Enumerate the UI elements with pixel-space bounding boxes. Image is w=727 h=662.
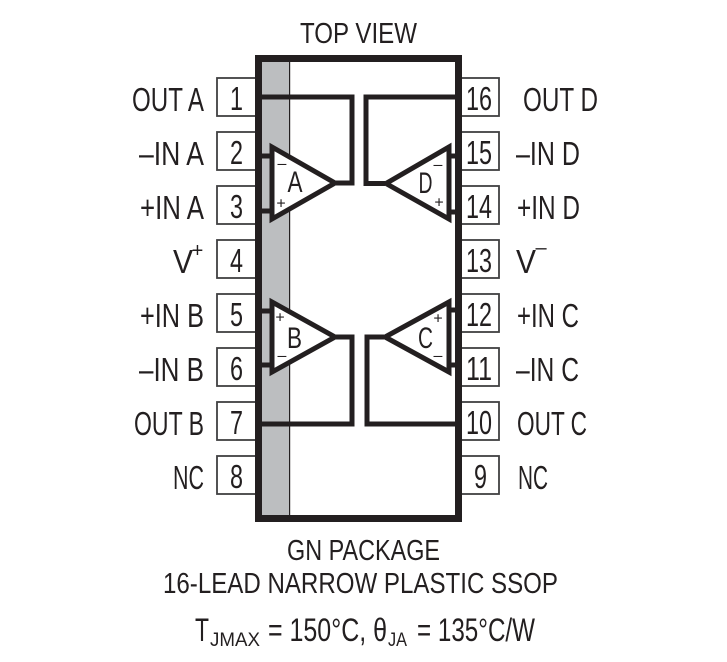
amp-c-feedback-wire bbox=[364, 334, 458, 427]
amplifier-d-minus-sign: – bbox=[434, 157, 443, 174]
pin-number: 14 bbox=[466, 188, 492, 225]
pin-8-box bbox=[216, 455, 258, 495]
pin-number: 12 bbox=[466, 296, 492, 333]
pin-11-box bbox=[458, 347, 500, 387]
thermal-t-subscript: JMAX bbox=[210, 630, 260, 651]
pin-number: 11 bbox=[466, 350, 492, 387]
amplifier-b-triangle-icon bbox=[269, 297, 341, 377]
pin-5-label: +IN B bbox=[140, 297, 204, 334]
thermal-theta-subscript: JA bbox=[388, 630, 407, 651]
amplifier-d-plus-sign: + bbox=[434, 195, 443, 212]
pin-10-label: OUT C bbox=[517, 405, 587, 442]
amplifier-a-plus-sign: + bbox=[276, 196, 285, 213]
pin-14-label: +IN D bbox=[517, 189, 580, 226]
pin-2-label: –IN A bbox=[139, 135, 204, 172]
pin-8-label: NC bbox=[173, 459, 204, 496]
pin-1-box bbox=[216, 77, 258, 117]
amplifier-c-plus-sign: + bbox=[433, 311, 442, 328]
thermal-t: T bbox=[195, 612, 209, 648]
pin-number: 15 bbox=[466, 134, 492, 171]
pin-16-label: OUT D bbox=[523, 81, 598, 118]
amplifier-a-minus-sign: – bbox=[278, 156, 287, 173]
pin-13-label: V bbox=[516, 243, 536, 280]
package-description: 16-LEAD NARROW PLASTIC SSOP bbox=[163, 568, 558, 600]
pin-1-label: OUT A bbox=[132, 81, 204, 118]
pin-number: 9 bbox=[474, 458, 487, 495]
pin1-indicator-stripe bbox=[262, 62, 289, 515]
pin-4-label: V bbox=[173, 243, 193, 280]
diagram-title: TOP VIEW bbox=[300, 18, 418, 50]
pin-4-superscript: + bbox=[192, 240, 204, 262]
amplifier-b-plus-sign: + bbox=[275, 310, 284, 327]
pin-number: 7 bbox=[230, 404, 243, 441]
amplifier-c-minus-sign: – bbox=[434, 348, 443, 365]
pin-7-box bbox=[216, 401, 258, 441]
left-pin-boxes bbox=[216, 77, 258, 495]
pin-number: 4 bbox=[230, 242, 243, 279]
pin-13-box bbox=[458, 239, 500, 279]
thermal-thetaja-value: = 135°C/W bbox=[417, 612, 536, 648]
left-pin-labels: OUT A –IN A +IN A V + +IN B –IN B OUT B … bbox=[132, 81, 204, 496]
amplifier-a-label: A bbox=[288, 166, 303, 199]
pin-7-label: OUT B bbox=[134, 405, 204, 442]
pin-number: 5 bbox=[230, 296, 243, 333]
amplifier-d-triangle-icon bbox=[380, 142, 452, 224]
pin-15-label: –IN D bbox=[516, 135, 580, 172]
pin-13-superscript: – bbox=[535, 237, 547, 259]
pin-9-label: NC bbox=[518, 459, 548, 496]
pin-6-label: –IN B bbox=[139, 351, 204, 388]
pin-12-label: +IN C bbox=[517, 297, 579, 334]
pin-number: 2 bbox=[230, 134, 243, 171]
amp-a-feedback-wire bbox=[259, 94, 355, 186]
pin-number: 16 bbox=[466, 80, 492, 117]
amplifier-b-label: B bbox=[287, 322, 302, 355]
right-pin-labels: OUT D –IN D +IN D V – +IN C –IN C OUT C … bbox=[516, 81, 598, 496]
pin-14-box bbox=[458, 185, 500, 225]
thermal-tjmax-value: = 150°C, θ bbox=[268, 612, 387, 648]
amplifier-b-minus-sign: – bbox=[278, 348, 287, 365]
pin-number: 8 bbox=[230, 458, 243, 495]
pin-5-box bbox=[216, 293, 258, 333]
pin-11-label: –IN C bbox=[516, 351, 579, 388]
pin-number: 3 bbox=[230, 188, 243, 225]
pin-12-box bbox=[458, 293, 500, 333]
pin-number: 10 bbox=[466, 404, 492, 441]
amplifier-c-label: C bbox=[418, 322, 433, 355]
amp-b-feedback-wire bbox=[259, 334, 355, 427]
amp-d-feedback-wire bbox=[363, 94, 458, 186]
pin-number: 6 bbox=[230, 350, 243, 387]
pin-number: 13 bbox=[466, 242, 492, 279]
left-pin-numbers: 1 2 3 4 5 6 7 8 bbox=[230, 80, 243, 495]
pin-number: 1 bbox=[230, 80, 243, 117]
package-name: GN PACKAGE bbox=[287, 535, 440, 567]
pin-3-box bbox=[216, 185, 258, 225]
amplifier-d-label: D bbox=[419, 167, 433, 200]
thermal-spec: T JMAX = 150°C, θ JA = 135°C/W bbox=[195, 612, 536, 651]
amplifier-a-triangle-icon bbox=[269, 142, 341, 224]
right-pin-numbers: 16 15 14 13 12 11 10 9 bbox=[466, 80, 492, 495]
pin-2-box bbox=[216, 131, 258, 171]
package-body bbox=[255, 55, 462, 522]
amplifier-c-triangle-icon bbox=[379, 297, 452, 377]
pin-3-label: +IN A bbox=[140, 189, 204, 226]
package-interior bbox=[258, 58, 459, 519]
